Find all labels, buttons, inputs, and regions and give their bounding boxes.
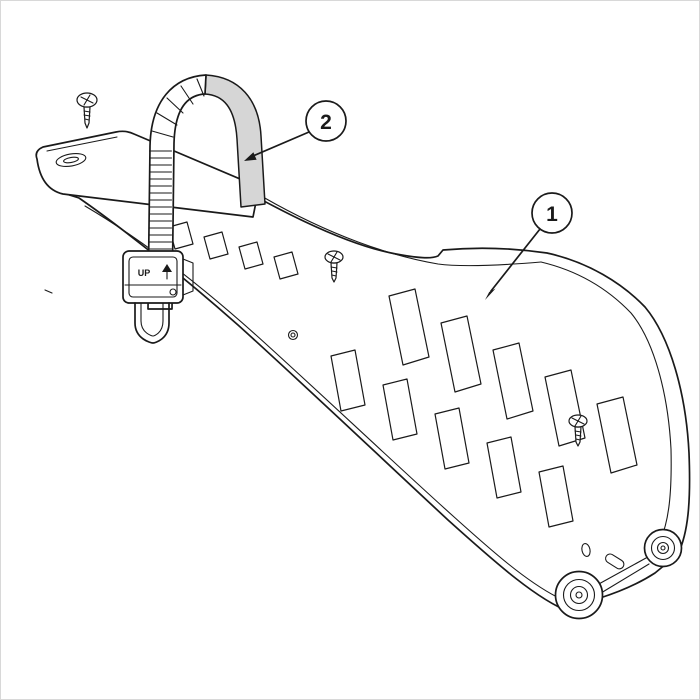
up-arrow-icon [162,264,172,272]
callout-1-number: 1 [546,203,558,226]
callout-1-leader [490,228,541,292]
tray-small-slots [168,221,299,280]
callout-2-number: 2 [320,111,332,134]
plate-slot [55,152,87,168]
big-roller-wheel [554,570,604,620]
tray-lower-slots [330,349,574,528]
screw-middle-icon [324,250,344,283]
strap-d-ring [134,302,170,344]
strap-buckle: UP [122,250,194,304]
buckle-up-label: UP [138,268,151,278]
tray-hole [287,329,299,341]
callout-1-arrowhead-icon [485,288,496,300]
ratchet-strap: UP [122,74,266,344]
mounting-plate [35,130,260,218]
left-mark [44,289,53,294]
wheel-bracket [581,543,650,594]
strap-teeth [148,78,205,250]
callout-1: 1 [485,192,573,300]
wheel-tray [44,168,691,613]
callout-2-leader [252,131,310,157]
screw-top-left-icon [76,92,98,129]
roller-wheels [554,528,683,620]
callout-2-arrowhead-icon [244,152,257,161]
callout-2: 2 [244,100,347,161]
small-roller-wheel [643,528,683,568]
screw-right-icon [568,414,588,447]
